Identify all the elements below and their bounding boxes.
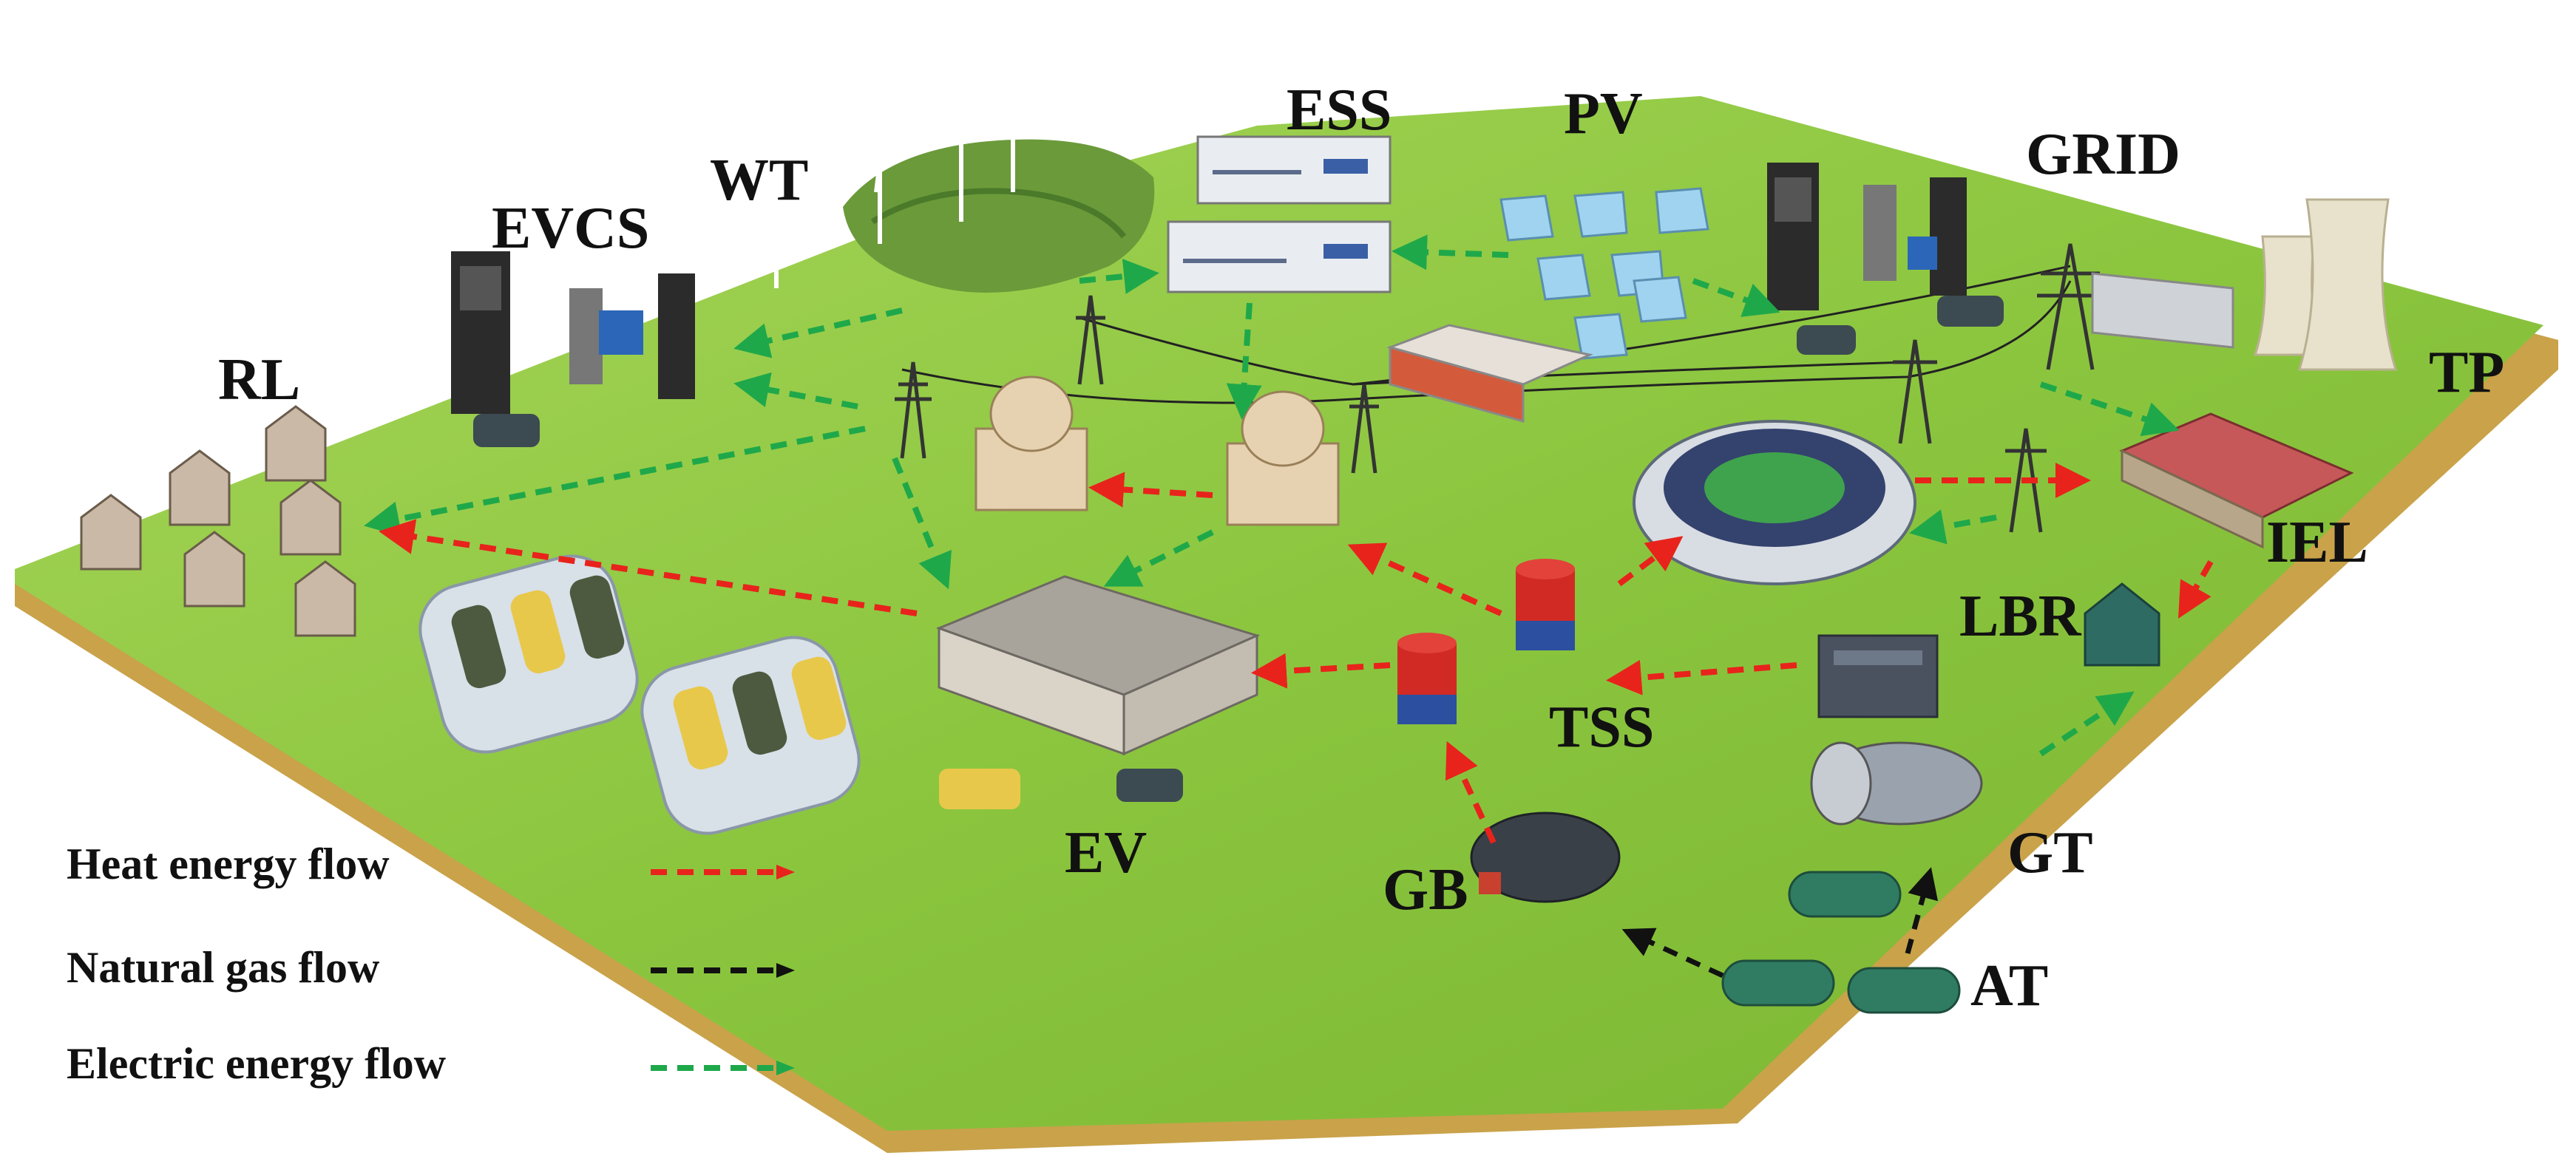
building-icon [935, 575, 1261, 756]
label-ess: ESS [1287, 78, 1392, 143]
solar-panel-icon [1499, 187, 1709, 360]
factory-icon [2091, 272, 2234, 349]
label-lbr: LBR [1959, 584, 2082, 649]
legend-gas-arrow [651, 963, 795, 978]
storage-tank-icon [1397, 559, 1575, 724]
house-icon [80, 405, 356, 637]
boiler-icon [1470, 812, 1621, 903]
transmission-tower-icon [895, 243, 2104, 533]
label-grid: GRID [2026, 122, 2180, 187]
wind-turbine-icon [745, 6, 1051, 288]
factory-icon [2119, 412, 2354, 549]
boiler-icon [1817, 634, 1939, 718]
label-tp: TP [2429, 340, 2504, 405]
heat-flow-arrows [379, 463, 2214, 844]
label-evcs: EVCS [492, 196, 649, 261]
electric-flow-arrows [364, 234, 2180, 757]
car-icon [451, 296, 2004, 809]
building-icon [1386, 324, 1593, 423]
label-gt: GT [2007, 820, 2093, 885]
gas-flow-arrows [1621, 867, 1939, 979]
stadium-icon [1633, 420, 1916, 585]
charging-station-icon [451, 251, 695, 414]
wind-farm [745, 6, 1155, 293]
label-at: AT [1970, 953, 2048, 1018]
house-icon [2084, 582, 2160, 667]
label-wt: WT [710, 148, 808, 213]
gas-tank-icon [1721, 871, 1961, 1014]
battery-storage-icon [1167, 135, 1392, 293]
legend-gas-label: Natural gas flow [67, 943, 380, 992]
label-gb: GB [1383, 857, 1468, 922]
legend-electric-arrow [651, 1061, 795, 1075]
legend-electric-label: Electric energy flow [67, 1039, 447, 1088]
label-tss: TSS [1549, 695, 1654, 760]
gas-turbine-icon [1810, 741, 1983, 826]
cooling-tower-icon [2253, 198, 2398, 371]
label-ev: EV [1065, 820, 1147, 885]
label-iel: IEL [2266, 510, 2368, 575]
legend-heat-label: Heat energy flow [67, 840, 390, 888]
building-icon [975, 375, 1340, 526]
legend-heat-arrow [651, 865, 795, 879]
label-rl: RL [218, 347, 300, 412]
label-pv: PV [1564, 81, 1643, 146]
